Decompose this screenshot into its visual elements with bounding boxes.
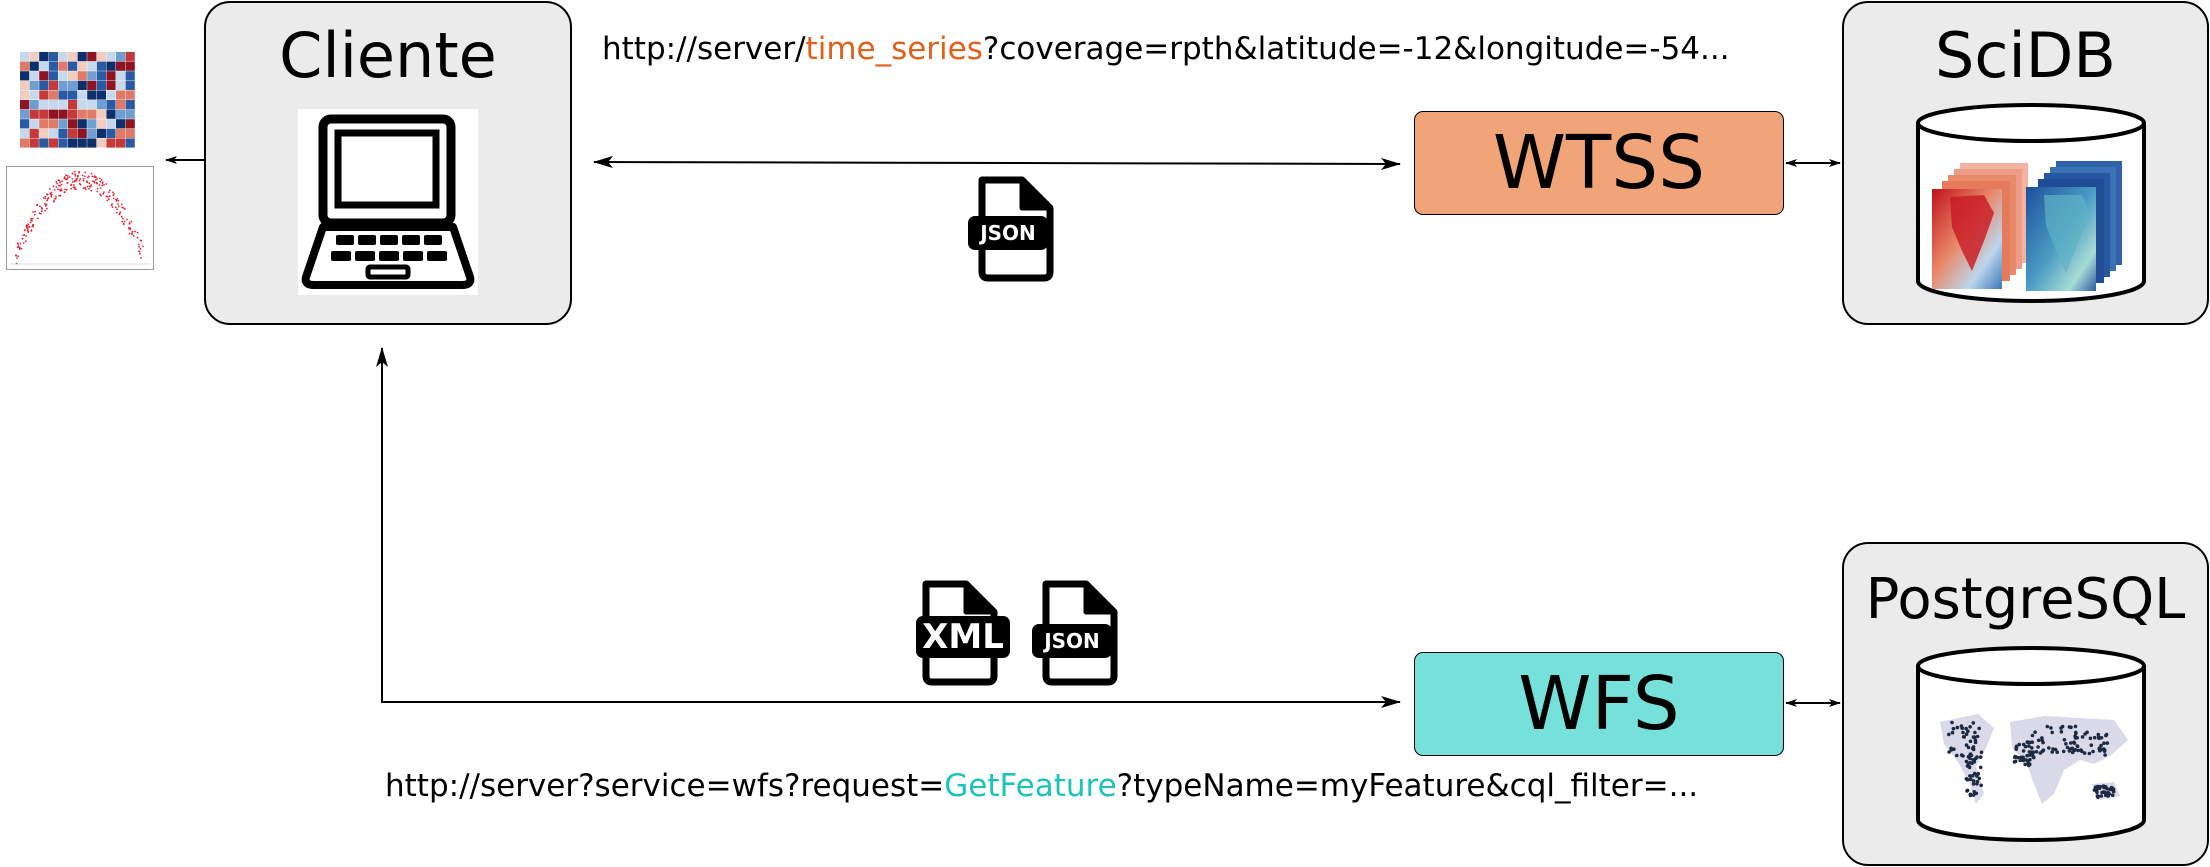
wfs-service-box: WFS xyxy=(1414,652,1784,756)
json-label: JSON xyxy=(1042,629,1100,653)
heatmap-thumbnail xyxy=(20,52,135,148)
url-highlight: time_series xyxy=(805,31,983,67)
wtss-service-box: WTSS xyxy=(1414,111,1784,215)
url-prefix: http://server?service=wfs?request= xyxy=(385,768,945,804)
xml-label: XML xyxy=(922,617,1004,657)
wfs-label: WFS xyxy=(1518,661,1680,747)
scatter-thumbnail xyxy=(6,166,154,270)
json-label: JSON xyxy=(978,221,1036,245)
database-cylinder-icon xyxy=(1916,103,2146,303)
client-box: Cliente xyxy=(204,1,572,325)
wfs-request-url: http://server?service=wfs?request=GetFea… xyxy=(385,771,1698,802)
url-prefix: http://server/ xyxy=(602,31,806,67)
world-points-map-image xyxy=(1940,714,2128,804)
url-suffix: ?coverage=rpth&latitude=-12&longitude=-5… xyxy=(982,31,1730,67)
laptop-icon xyxy=(298,109,478,295)
url-suffix: ?typeName=myFeature&cql_filter=... xyxy=(1116,768,1699,804)
scidb-title: SciDB xyxy=(1935,19,2116,92)
json-file-icon: JSON xyxy=(968,176,1054,282)
json-file-icon: JSON xyxy=(1032,580,1118,686)
postgresql-title: PostgreSQL xyxy=(1865,567,2186,632)
raster-maps-image xyxy=(1932,161,2122,291)
xml-file-icon: XML xyxy=(916,580,1010,686)
wtss-label: WTSS xyxy=(1492,120,1706,206)
client-title: Cliente xyxy=(279,19,497,92)
url-highlight: GetFeature xyxy=(944,768,1117,804)
arrow-client-wtss xyxy=(593,156,1401,170)
database-cylinder-icon xyxy=(1916,646,2146,842)
postgresql-box: PostgreSQL xyxy=(1842,542,2209,866)
arrow-client-wfs xyxy=(376,347,1401,708)
scidb-box: SciDB xyxy=(1842,1,2209,325)
wtss-request-url: http://server/time_series?coverage=rpth&… xyxy=(602,34,1730,65)
